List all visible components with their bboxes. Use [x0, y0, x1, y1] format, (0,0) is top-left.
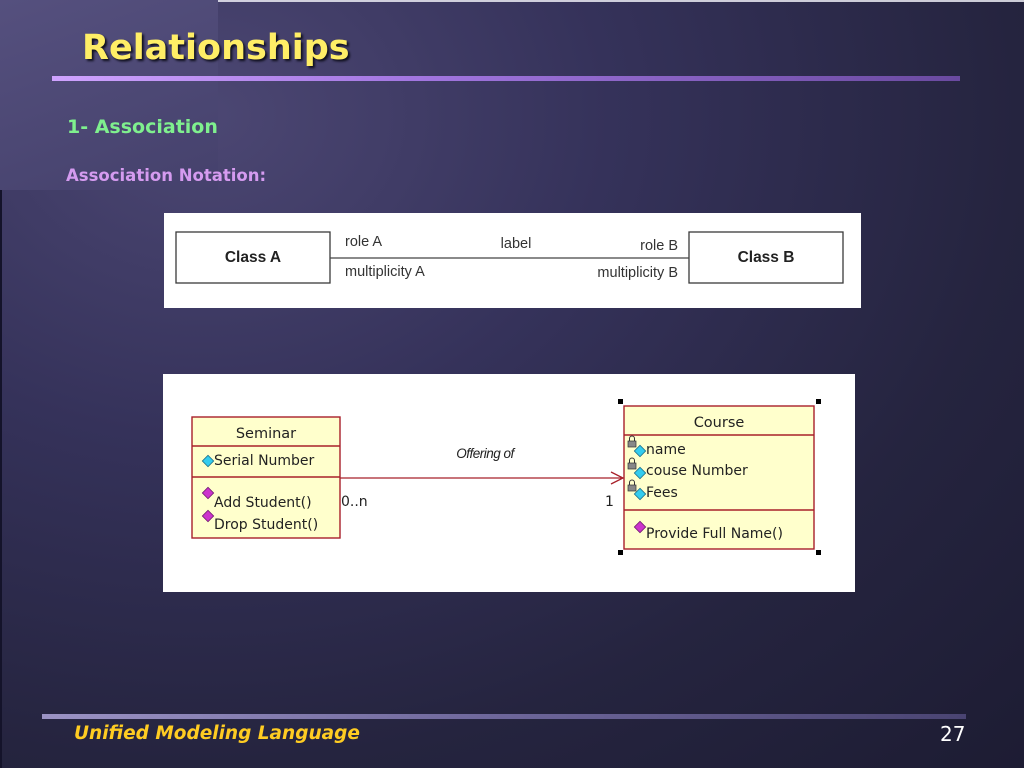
role-a-text: role A [345, 234, 382, 250]
slide-title: Relationships [82, 28, 350, 68]
association: Offering of 0..n 1 [340, 446, 625, 510]
seminar-attribute: Serial Number [214, 453, 315, 469]
selection-handle[interactable] [618, 399, 623, 404]
selection-handle[interactable] [816, 399, 821, 404]
course-attribute: name [646, 442, 686, 458]
multiplicity-seminar: 0..n [341, 494, 368, 510]
selection-handle[interactable] [618, 550, 623, 555]
class-a-label: Class A [225, 249, 281, 266]
course-attribute: couse Number [646, 463, 748, 479]
course-class-box [623, 405, 815, 550]
seminar-operation: Add Student() [214, 495, 312, 511]
footer-divider [42, 714, 966, 719]
multiplicity-a-text: multiplicity A [345, 264, 425, 280]
footer-title: Unified Modeling Language [74, 723, 360, 744]
notation-caption: Association Notation: [66, 166, 267, 185]
association-name: Offering of [456, 446, 515, 461]
background-edge [0, 190, 2, 768]
page-number: 27 [940, 722, 966, 746]
arrowhead-icon [610, 471, 625, 485]
seminar-class-name: Seminar [236, 426, 296, 442]
seminar-operation: Drop Student() [214, 517, 318, 533]
association-label-text: label [501, 236, 532, 252]
notation-diagram: Class A Class B role A label role B mult… [175, 231, 844, 284]
section-heading: 1- Association [67, 116, 218, 138]
background-corner [0, 0, 218, 190]
course-operation: Provide Full Name() [646, 526, 783, 542]
example-diagram-panel: Seminar Serial Number Add Student() Drop… [163, 374, 855, 592]
seminar-class: Seminar Serial Number Add Student() Drop… [191, 416, 341, 539]
course-class-name: Course [694, 415, 745, 431]
course-attribute: Fees [646, 485, 678, 501]
course-class: Course name couse Number Fees Provide Fu… [618, 399, 821, 555]
selection-handle[interactable] [816, 550, 821, 555]
example-diagram: Seminar Serial Number Add Student() Drop… [191, 399, 821, 555]
role-b-text: role B [640, 238, 678, 254]
class-b-box [688, 231, 844, 284]
background-top-edge [218, 0, 1024, 2]
class-b-label: Class B [738, 249, 795, 266]
multiplicity-b-text: multiplicity B [597, 265, 678, 281]
class-a-box [175, 231, 331, 284]
notation-diagram-panel: Class A Class B role A label role B mult… [164, 213, 861, 308]
multiplicity-course: 1 [605, 494, 614, 510]
title-underline [52, 76, 960, 81]
